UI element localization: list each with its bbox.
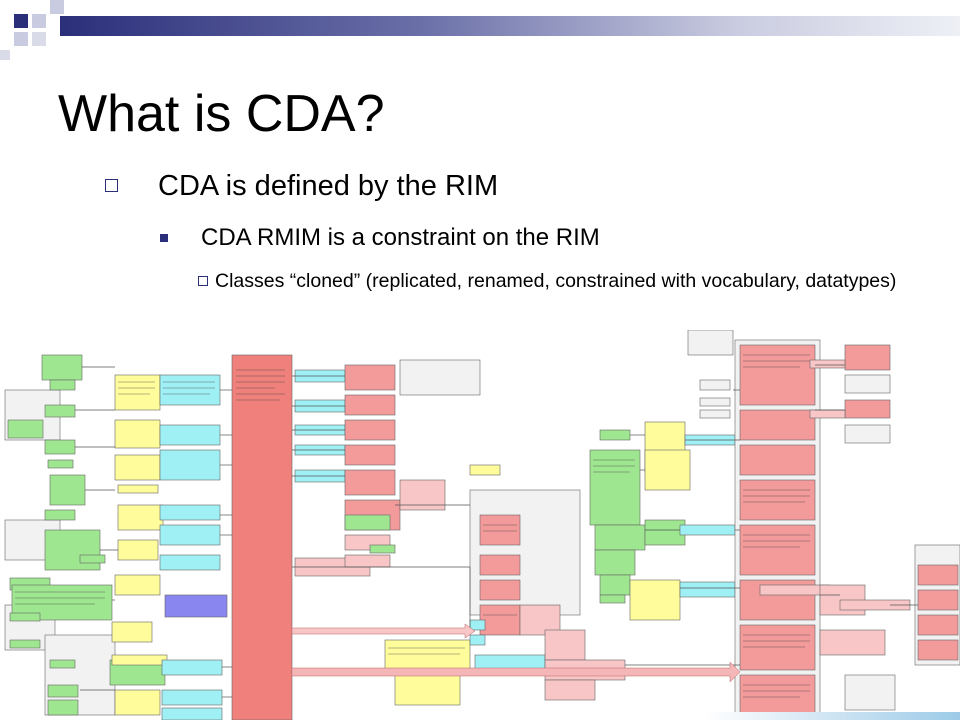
bullet-level2-text: CDA RMIM is a constraint on the RIM bbox=[201, 224, 600, 251]
main-act-box bbox=[231, 354, 293, 720]
bottom-decoration bbox=[705, 712, 960, 720]
hollow-square-bullet-icon bbox=[198, 276, 208, 286]
title-bar-decoration bbox=[60, 16, 960, 36]
bullet-level3-text: Classes “cloned” (replicated, renamed, c… bbox=[215, 270, 897, 292]
language-communication-box bbox=[164, 594, 228, 618]
corner-decoration bbox=[0, 0, 75, 60]
bullet-level3: Classes “cloned” (replicated, renamed, c… bbox=[198, 268, 935, 295]
filled-square-bullet-icon bbox=[160, 234, 168, 242]
hollow-square-bullet-icon bbox=[105, 179, 118, 192]
bullet-level1-text: CDA is defined by the RIM bbox=[158, 170, 499, 202]
slide-title: What is CDA? bbox=[58, 85, 385, 143]
cda-rmim-diagram bbox=[4, 330, 960, 720]
